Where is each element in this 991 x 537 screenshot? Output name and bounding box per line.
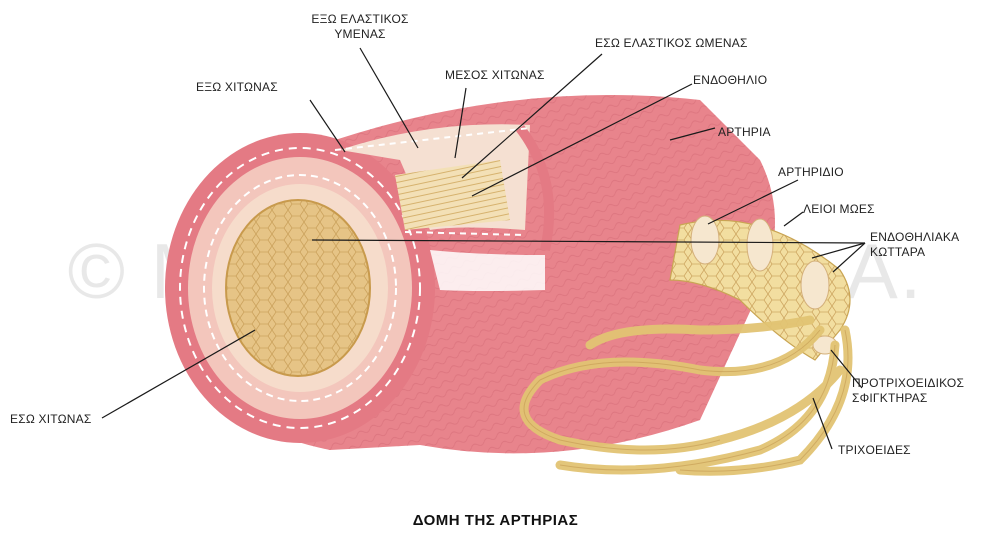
label-external-elastic-membrane: ΕΞΩ ΕΛΑΣΤΙΚΟΣ ΥΜΕΝΑΣ — [300, 12, 420, 42]
lower-cut-gap — [430, 250, 545, 291]
label-precapillary-sphincter: ΠΡΟΤΡΙΧΟΕΙΔΙΚΟΣ ΣΦΙΓΚΤΗΡΑΣ — [852, 376, 964, 406]
label-tunica-media: ΜΕΣΟΣ ΧΙΤΩΝΑΣ — [445, 68, 545, 83]
smooth-muscle-band-2 — [747, 219, 773, 271]
label-tunica-interna: ΕΣΩ ΧΙΤΩΝΑΣ — [10, 412, 91, 427]
label-endothelium: ΕΝΔΟΘΗΛΙΟ — [693, 73, 767, 88]
label-smooth-muscle: ΛΕΙΟΙ ΜΩΕΣ — [803, 202, 875, 217]
smooth-muscle-band-1 — [691, 216, 719, 264]
label-artery: ΑΡΤΗΡΙΑ — [718, 125, 771, 140]
label-tunica-externa: ΕΞΩ ΧΙΤΩΝΑΣ — [196, 80, 278, 95]
label-external-elastic-lamina: ΕΣΩ ΕΛΑΣΤΙΚΟΣ ΩΜΕΝΑΣ — [595, 36, 748, 51]
smooth-muscle-band-3 — [801, 261, 829, 309]
label-arteriole: ΑΡΤΗΡΙΔΙΟ — [778, 165, 844, 180]
label-endothelial-cells: ΕΝΔΟΘΗΛΙΑΚΑ ΚΩΤΤΑΡΑ — [870, 230, 959, 260]
label-capillaries: ΤΡΙΧΟΕΙΔΕΣ — [838, 443, 911, 458]
figure-title: ΔΟΜΗ ΤΗΣ ΑΡΤΗΡΙΑΣ — [0, 512, 991, 529]
leader-smooth-muscle — [784, 212, 803, 226]
